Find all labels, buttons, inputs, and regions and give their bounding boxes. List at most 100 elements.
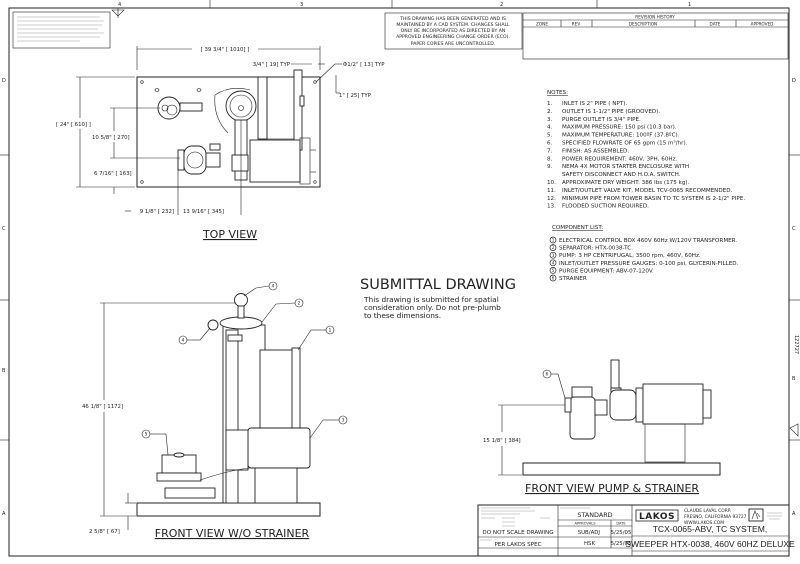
material-value: PER LAKOS SPEC (494, 542, 541, 548)
column-label: 2 (500, 2, 503, 8)
component-text: PURGE EQUIPMENT: ABV-07-120V. (559, 268, 654, 274)
drawn-by: SUB/ADJ (578, 530, 601, 536)
dimension-depth: [ 24" [ 610] ] (56, 122, 91, 128)
dimension-x1: 9 1/8" [ 232] (140, 209, 174, 215)
svg-text:APPROVED: APPROVED (751, 22, 774, 27)
row-label: B (2, 368, 6, 374)
note-text: OUTLET IS 1-1/2" PIPE (GROOVED). (562, 109, 660, 115)
cad-notice-box: THIS DRAWING HAS BEEN GENERATED AND IS M… (384, 12, 523, 50)
top-view-title: TOP VIEW (202, 228, 257, 241)
svg-text:THIS DRAWING HAS BEEN GENERATE: THIS DRAWING HAS BEEN GENERATED AND IS (399, 16, 506, 22)
checked-date: 5/25/05 (611, 541, 632, 547)
checked-by: HSK (584, 541, 595, 547)
svg-text:ONLY BE INCORPORATED AS DIRECT: ONLY BE INCORPORATED AS DIRECTED BY AN (401, 28, 506, 34)
row-label: D (2, 78, 6, 84)
pump-strainer-view: 6 15 1/8" [ 384] FRONT VIEW PUMP & STRAI… (483, 359, 721, 495)
laval-logo (748, 508, 764, 522)
balloon-icon (549, 259, 557, 267)
svg-text:PAPER COPIES ARE UNCONTROLLED.: PAPER COPIES ARE UNCONTROLLED. (411, 41, 496, 47)
top-view: [ 39 3/4" [ 1010] ] 3/4" [ 19] TYP Φ1/2"… (56, 46, 385, 241)
svg-text:This drawing is submitted for: This drawing is submitted for spatial (363, 295, 499, 304)
drawing-title-line2: SWEEPER HTX-0038, 460V 60HZ DELUXE (625, 539, 795, 549)
front-view-title: FRONT VIEW W/O STRAINER (155, 527, 310, 540)
note-number: 13. (547, 204, 556, 210)
balloon-icon (549, 267, 557, 274)
note-number: 12. (547, 196, 556, 202)
note-text: POWER REQUIREMENT: 460V, 3PH, 60Hz. (562, 156, 678, 162)
note-text: MINIMUM PIPE FROM TOWER BASIN TO TC SYST… (562, 196, 745, 202)
base-plate (136, 502, 321, 517)
notes-title: NOTES: (547, 90, 568, 96)
balloon-icon (549, 251, 557, 259)
svg-text:APPROVALS: APPROVALS (574, 522, 596, 526)
proprietary-notice-box (12, 11, 111, 49)
submittal-note: SUBMITTAL DRAWING This drawing is submit… (360, 277, 516, 320)
note-text: INLET/OUTLET VALVE KIT, MODEL TCV-0065 R… (562, 188, 733, 194)
balloon-icon (549, 244, 557, 251)
note-text: SAFETY DISCONNECT AND H.O.A. SWITCH. (562, 172, 681, 178)
svg-text:to these dimensions.: to these dimensions. (364, 311, 441, 320)
note-number: 4. (547, 125, 553, 131)
svg-text:MAINTAINED BY A CAD SYSTEM. CH: MAINTAINED BY A CAD SYSTEM. CHANGES SHAL… (396, 22, 510, 28)
drawing-title-line1: TCX-0065-ABV, TC SYSTEM, (653, 524, 768, 534)
dimension-base: 2 5/8" [ 67] (89, 529, 120, 535)
note-number: 3. (547, 117, 553, 123)
do-not-scale-label: DO NOT SCALE DRAWING (482, 530, 553, 536)
note-text: PURGE OUTLET IS 3/4" PIPE. (562, 117, 641, 123)
balloon-label: 6 (546, 372, 549, 378)
title-block: DO NOT SCALE DRAWING PER LAKOS SPEC STAN… (477, 504, 795, 557)
component-item: 6 STRAINER (549, 274, 587, 282)
dimension-height: 15 1/8" [ 384] (483, 438, 521, 444)
dimension-hole-edge: 3/4" [ 19] TYP (253, 62, 291, 68)
base-plate (522, 462, 721, 476)
balloon-label: 4 (182, 338, 185, 344)
note-number: 6. (547, 141, 553, 147)
base-plate (136, 76, 321, 188)
dimension-height: 46 1/8" [ 1172] (82, 404, 123, 410)
row-label: C (792, 226, 796, 232)
dimension-outlet-offset: 6 7/16" [ 163] (94, 171, 132, 177)
row-label: D (792, 78, 796, 84)
revision-history-table: REVISION HISTORY ZONE REV DESCRIPTION DA… (522, 12, 789, 60)
submittal-title: SUBMITTAL DRAWING (360, 277, 516, 293)
balloon-icon (549, 236, 557, 244)
pump-strainer-view-title: FRONT VIEW PUMP & STRAINER (525, 482, 699, 495)
dimension-inlet-offset: 10 5/8" [ 270] (92, 135, 130, 141)
component-text: ELECTRICAL CONTROL BOX 460V 60Hz W/120V … (559, 238, 737, 244)
note-text: MAXIMUM TEMPERATURE: 100ºF (37.8ºC). (562, 132, 680, 139)
balloon-label: 1 (329, 328, 332, 334)
dimension-x2: 13 9/16" [ 345] (183, 209, 224, 215)
front-view: 4 2 4 1 3 5 46 1/8" [ 1172] 2 5/8" [ 67]… (82, 281, 348, 540)
row-label: A (2, 511, 6, 517)
svg-text:LAKOS: LAKOS (639, 512, 675, 522)
component-text: STRAINER (559, 276, 587, 282)
note-number: 1. (547, 101, 553, 107)
svg-text:DATE: DATE (616, 522, 626, 526)
note-number: 5. (547, 133, 553, 139)
note-number: 9. (547, 164, 553, 170)
svg-text:WWW.LAKOS.COM: WWW.LAKOS.COM (684, 520, 724, 526)
component-number: 6 (552, 276, 555, 281)
component-list-title: COMPONENT LIST: (552, 225, 603, 231)
dimension-hole-edge-2: 1" [ 25] TYP (339, 93, 372, 99)
note-text: NEMA 4X MOTOR STARTER ENCLOSURE WITH (562, 164, 689, 170)
svg-text:ZONE: ZONE (536, 22, 548, 27)
component-text: SEPARATOR: HTX-0038-TC. (559, 246, 633, 252)
note-number: 10. (547, 180, 556, 186)
balloon-label: 5 (145, 432, 148, 438)
component-number: 4 (552, 260, 555, 265)
note-number: 11. (547, 188, 556, 194)
balloon-label: 3 (342, 418, 345, 424)
note-text: APPROXIMATE DRY WEIGHT: 386 lbs (175 kg)… (562, 180, 690, 186)
note-number: 7. (547, 148, 553, 154)
balloon-label: 2 (298, 301, 301, 307)
component-text: PUMP: 3 HP CENTRIFUGAL, 3500 rpm, 460V, … (559, 253, 701, 259)
balloon-icon (549, 274, 557, 282)
svg-text:FRESNO, CALIFORNIA 93727: FRESNO, CALIFORNIA 93727 (684, 514, 747, 520)
